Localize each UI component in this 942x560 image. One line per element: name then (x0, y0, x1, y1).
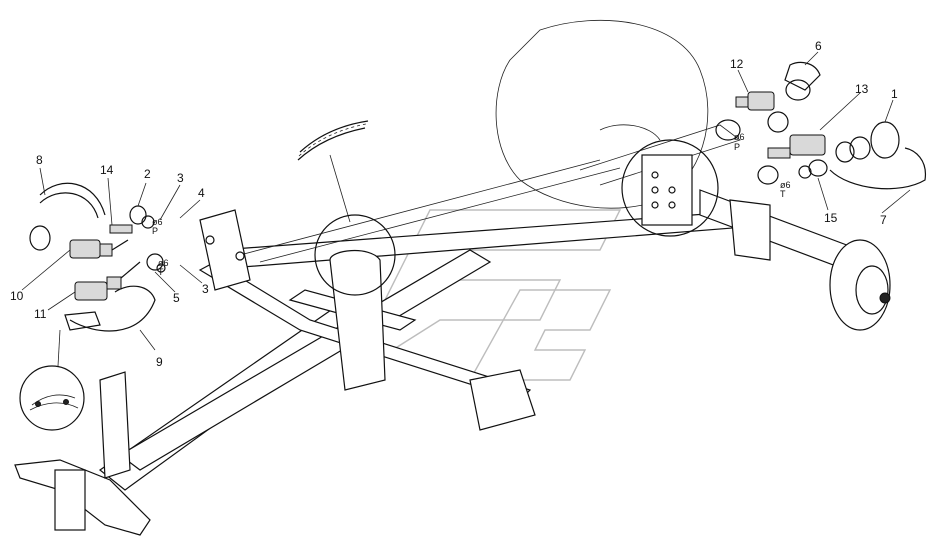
hydraulic-hose (297, 120, 369, 223)
detail-circle-center (314, 214, 396, 296)
rear-axle (699, 189, 891, 331)
callout-6: 6 (815, 39, 822, 53)
detail-circle-left (19, 329, 85, 431)
callout-4: 4 (198, 186, 205, 200)
callout-14: 14 (100, 163, 114, 177)
marking-p-left-a: ø6 (152, 217, 163, 227)
marking-t-left-b: T (158, 267, 164, 277)
callout-2: 2 (144, 167, 151, 181)
port-markings: ø6 P ø6 T ø6 P ø6 T (152, 132, 791, 277)
callout-10: 10 (10, 289, 24, 303)
right-coupler-parts (715, 61, 927, 190)
front-hitch (14, 369, 536, 536)
left-bracket (199, 209, 251, 291)
marking-p-right-a: ø6 (734, 132, 745, 142)
marking-p-left-b: P (152, 226, 158, 236)
callout-7: 7 (880, 213, 887, 227)
marking-t-right-a: ø6 (780, 180, 791, 190)
callout-13: 13 (855, 82, 869, 96)
left-coupler-parts (29, 182, 166, 332)
leader-lines (21, 51, 911, 351)
marking-t-right-b: T (780, 189, 786, 199)
callout-8: 8 (36, 153, 43, 167)
callout-3b: 3 (202, 282, 209, 296)
callout-3a: 3 (177, 171, 184, 185)
callout-15: 15 (824, 211, 838, 225)
callout-1: 1 (891, 87, 898, 101)
callout-9: 9 (156, 355, 163, 369)
callout-5: 5 (173, 291, 180, 305)
callout-labels: 8 14 2 3 4 10 11 9 5 3 12 6 13 1 7 15 (10, 39, 898, 369)
marking-p-right-b: P (734, 142, 740, 152)
marking-t-left-a: ø6 (158, 258, 169, 268)
frame-drawbar (98, 124, 772, 491)
detail-circle-right (621, 139, 719, 237)
callout-11: 11 (34, 307, 47, 321)
callout-12: 12 (730, 57, 744, 71)
